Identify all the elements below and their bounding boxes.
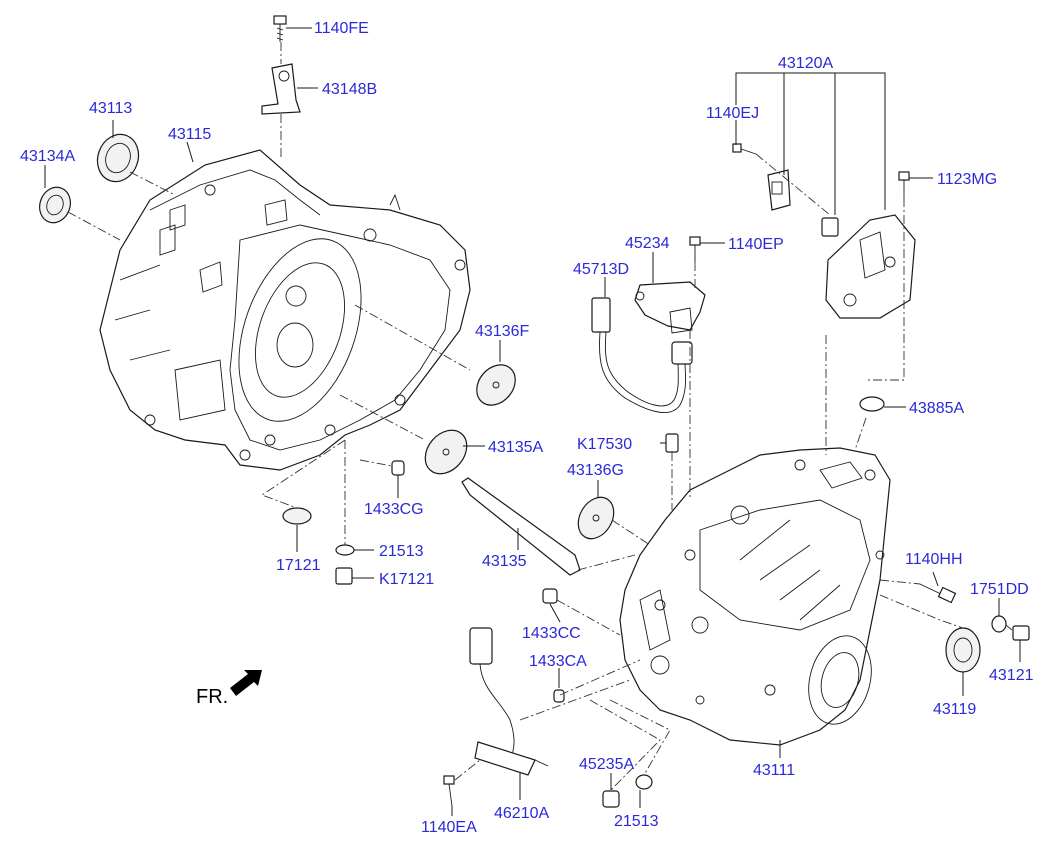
callout-1433CA[interactable]: 1433CA	[529, 653, 587, 670]
callout-43135[interactable]: 43135	[482, 553, 527, 570]
callout-K17121[interactable]: K17121	[379, 571, 434, 588]
plug-45235A	[602, 790, 620, 808]
gasket-43135A	[424, 429, 468, 475]
callout-1140EA[interactable]: 1140EA	[421, 819, 477, 836]
seal-43119	[945, 627, 981, 673]
callout-43135A[interactable]: 43135A	[488, 439, 543, 456]
callout-43120A[interactable]: 43120A	[778, 55, 833, 72]
bolt-1140HH	[919, 583, 957, 604]
callout-21513-lower[interactable]: 21513	[614, 813, 659, 830]
leader-lines	[44, 27, 1021, 816]
bolt-1123MG	[898, 171, 910, 198]
callout-labels: 1140FE 43148B 43113 43115 43134A 43120A …	[20, 20, 1034, 836]
inhibitor-switch-45234	[634, 281, 706, 334]
callout-45235A[interactable]: 45235A	[579, 756, 634, 773]
callout-1140EJ[interactable]: 1140EJ	[706, 105, 759, 122]
callout-1140FE[interactable]: 1140FE	[314, 20, 369, 37]
callout-1433CC[interactable]: 1433CC	[522, 625, 581, 642]
callout-43111[interactable]: 43111	[753, 762, 795, 779]
washer-21513-upper	[335, 544, 355, 556]
gasket-43136F	[476, 364, 516, 406]
transaxle-case-43111	[619, 447, 891, 746]
front-arrow-icon	[230, 670, 262, 696]
washer-1751DD	[991, 615, 1007, 633]
gasket-43136G	[577, 496, 615, 540]
callout-43113[interactable]: 43113	[89, 100, 132, 117]
callout-K17530[interactable]: K17530	[577, 436, 632, 453]
callout-46210A[interactable]: 46210A	[494, 805, 549, 822]
bolt-1140FE	[273, 15, 287, 42]
front-direction-indicator: FR.	[196, 670, 262, 708]
oil-seal-43113	[96, 133, 140, 183]
dowel-1433CG	[391, 460, 405, 476]
oil-seal-43134A	[39, 186, 71, 224]
callout-1751DD[interactable]: 1751DD	[970, 581, 1029, 598]
callout-43136F[interactable]: 43136F	[475, 323, 529, 340]
callout-43115[interactable]: 43115	[168, 126, 211, 143]
assembly-centerlines	[67, 42, 1013, 791]
bushing	[821, 217, 839, 237]
callout-43136G[interactable]: 43136G	[567, 462, 624, 479]
callout-1123MG[interactable]: 1123MG	[937, 171, 997, 188]
bracket-small	[767, 169, 791, 211]
bracket-43148B	[261, 63, 301, 115]
plug-K17121	[335, 567, 353, 585]
sensor-K17530	[665, 433, 679, 453]
callout-21513-upper[interactable]: 21513	[379, 543, 424, 560]
bolt-1140EJ	[732, 143, 757, 155]
wire-harness-45713D	[591, 297, 693, 413]
callout-1140EP[interactable]: 1140EP	[728, 236, 784, 253]
callout-45713D[interactable]: 45713D	[573, 261, 629, 278]
callout-1140HH[interactable]: 1140HH	[905, 551, 963, 568]
guide-43135	[461, 477, 581, 576]
mount-bracket	[825, 214, 916, 319]
callout-43885A[interactable]: 43885A	[909, 400, 964, 417]
plug-43885A	[859, 396, 885, 412]
speed-sensor-46210A	[469, 627, 549, 776]
callout-43134A[interactable]: 43134A	[20, 148, 75, 165]
callout-43119[interactable]: 43119	[933, 701, 976, 718]
callout-17121[interactable]: 17121	[276, 557, 321, 574]
clutch-housing-43115	[99, 149, 471, 471]
dowel-1433CC	[542, 588, 558, 604]
plug-43121	[1012, 625, 1030, 641]
callout-43148B[interactable]: 43148B	[322, 81, 377, 98]
seal-17121	[282, 507, 312, 525]
callout-45234[interactable]: 45234	[625, 235, 670, 252]
bolt-1140EA	[443, 775, 455, 807]
callout-43121[interactable]: 43121	[989, 667, 1034, 684]
front-label: FR.	[196, 686, 228, 708]
callout-1433CG[interactable]: 1433CG	[364, 501, 424, 518]
dowel-1433CA	[553, 689, 565, 703]
washer-21513-lower	[635, 774, 653, 790]
bolt-1140EP	[689, 236, 701, 262]
